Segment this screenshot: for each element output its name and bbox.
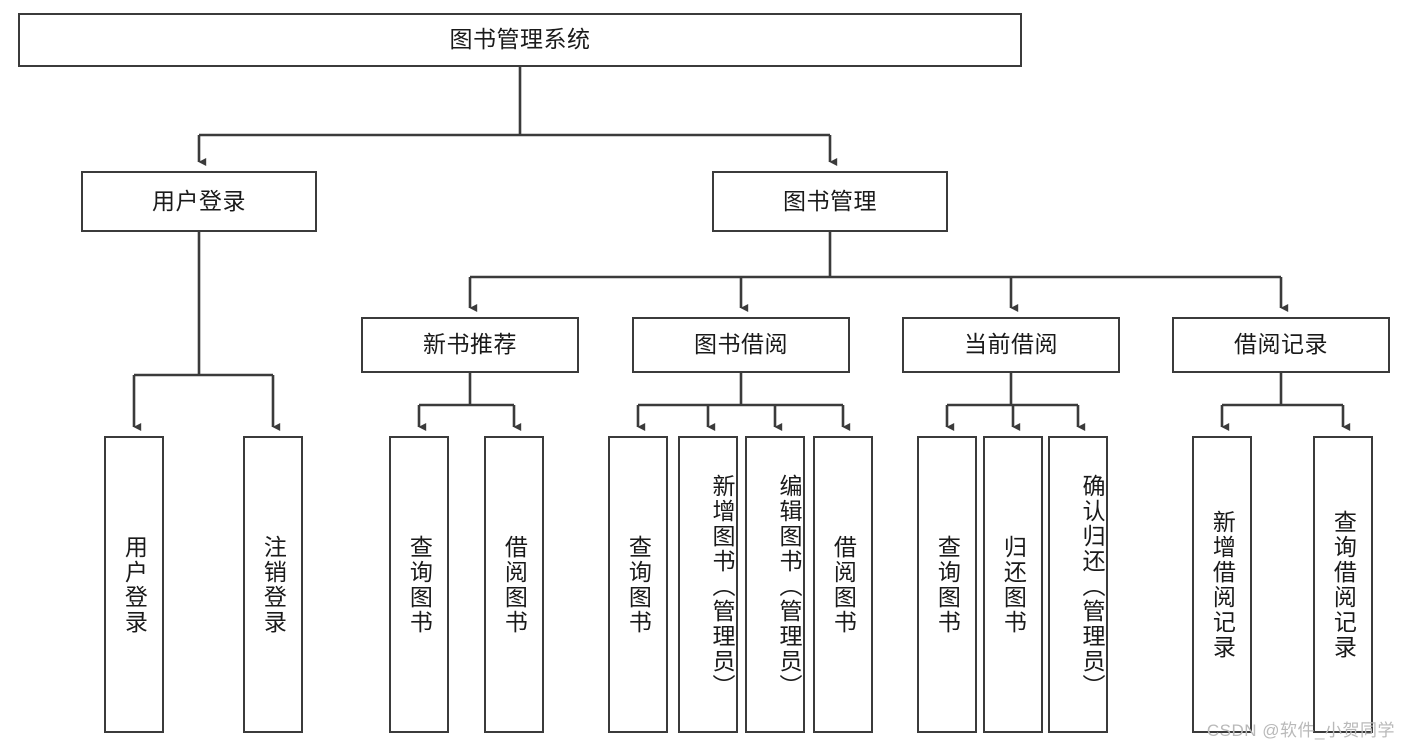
watermark: CSDN @软件_小贺同学 [1206,721,1395,740]
node-user-login-label: 用户登录 [152,187,246,214]
leaf-user-login-label: 用户登录 [121,534,148,635]
node-book-management[interactable]: 图书管理 [712,171,948,232]
leaf-confirm-return-admin-label: 确认归还（管理员） [1079,474,1105,699]
leaf-confirm-return-admin[interactable]: 确认归还（管理员） [1048,436,1108,733]
leaf-borrow-book-recommend[interactable]: 借阅图书 [484,436,544,733]
node-borrow-record[interactable]: 借阅记录 [1172,317,1390,373]
node-root[interactable]: 图书管理系统 [18,13,1022,67]
leaf-return-book-label: 归还图书 [1000,534,1027,635]
leaf-query-book-recommend[interactable]: 查询图书 [389,436,449,733]
node-borrow-record-label: 借阅记录 [1234,331,1328,358]
node-root-label: 图书管理系统 [449,26,591,53]
node-book-management-label: 图书管理 [783,187,877,214]
node-current-borrow[interactable]: 当前借阅 [902,317,1120,373]
node-new-book-recommend[interactable]: 新书推荐 [361,317,579,373]
leaf-query-book-borrow[interactable]: 查询图书 [608,436,668,733]
leaf-query-borrow-record-label: 查询借阅记录 [1330,509,1357,660]
node-current-borrow-label: 当前借阅 [964,331,1058,358]
leaf-query-book-current-label: 查询图书 [934,534,961,635]
leaf-return-book[interactable]: 归还图书 [983,436,1043,733]
leaf-add-book-admin[interactable]: 新增图书（管理员） [678,436,738,733]
leaf-borrow-book[interactable]: 借阅图书 [813,436,873,733]
node-book-borrow-label: 图书借阅 [694,331,788,358]
leaf-query-book-recommend-label: 查询图书 [406,534,433,635]
node-new-book-recommend-label: 新书推荐 [423,331,517,358]
leaf-add-book-admin-label: 新增图书（管理员） [709,474,735,699]
node-user-login[interactable]: 用户登录 [81,171,317,232]
leaf-query-book-borrow-label: 查询图书 [625,534,652,635]
leaf-query-borrow-record[interactable]: 查询借阅记录 [1313,436,1373,733]
leaf-logout-label: 注销登录 [260,534,287,635]
leaf-add-borrow-record[interactable]: 新增借阅记录 [1192,436,1252,733]
leaf-edit-book-admin-label: 编辑图书（管理员） [776,474,802,699]
node-book-borrow[interactable]: 图书借阅 [632,317,850,373]
leaf-query-book-current[interactable]: 查询图书 [917,436,977,733]
leaf-borrow-book-label: 借阅图书 [830,534,857,635]
leaf-logout[interactable]: 注销登录 [243,436,303,733]
leaf-borrow-book-recommend-label: 借阅图书 [501,534,528,635]
leaf-add-borrow-record-label: 新增借阅记录 [1209,509,1236,660]
leaf-edit-book-admin[interactable]: 编辑图书（管理员） [745,436,805,733]
leaf-user-login[interactable]: 用户登录 [104,436,164,733]
